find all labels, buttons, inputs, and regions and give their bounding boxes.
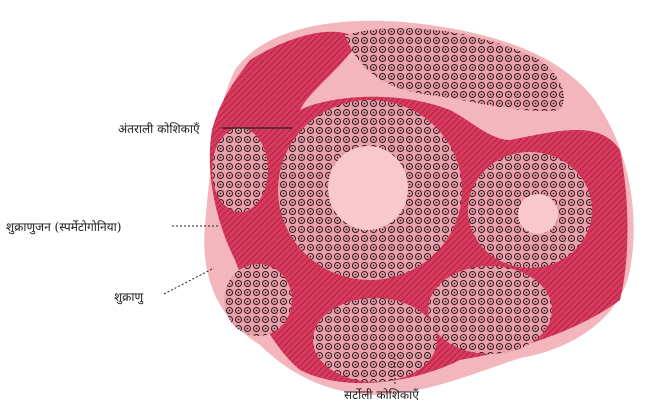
leader-sperm [164,268,214,294]
tubule-left-lower [224,264,292,336]
label-interstitial-cells: अंतराली कोशिकाएँ [118,120,200,137]
label-sperm: शुक्राणु [114,288,143,305]
lumen-central [328,146,408,230]
label-sertoli-cells: सर्टोली कोशिकाएँ [344,386,419,403]
label-spermatogonia: शुक्राणुजन (स्पर्मेटोगोनिया) [6,218,121,235]
lumen-right [518,194,558,234]
tubule-bottom [313,298,437,382]
tubule-bottom-right [428,266,552,354]
tubule-left [212,128,268,212]
